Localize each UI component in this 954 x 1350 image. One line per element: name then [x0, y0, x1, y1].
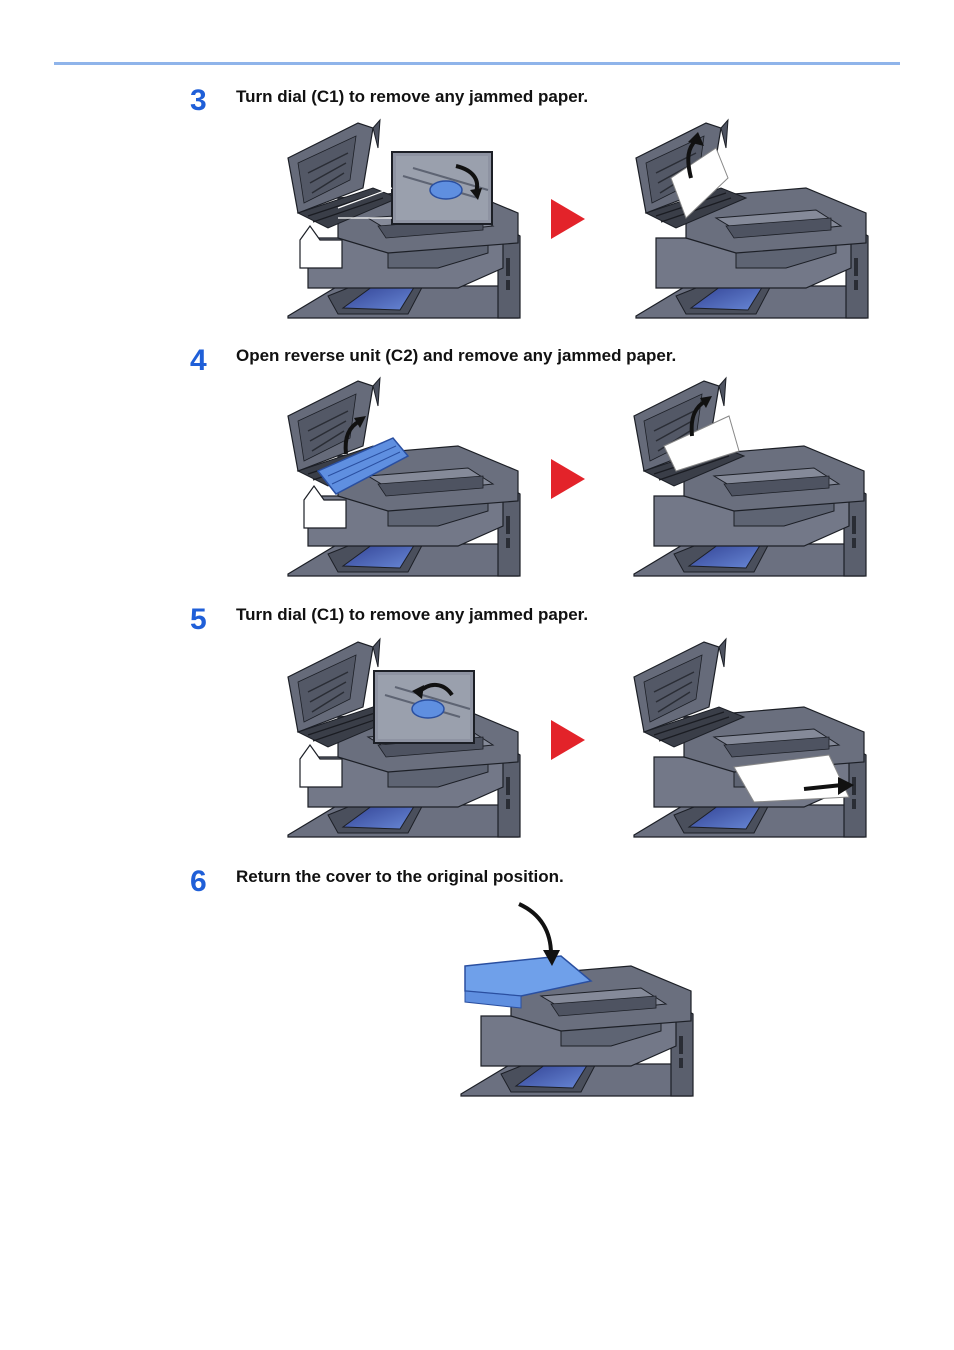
- step-number: 3: [190, 84, 207, 117]
- step-4-illustration-before: [268, 376, 524, 580]
- next-step-arrow: [551, 720, 585, 760]
- next-step-arrow: [551, 199, 585, 239]
- step-5-illustration-after: [614, 637, 870, 841]
- step-4-illustration-after: [614, 376, 870, 580]
- step-instruction: Return the cover to the original positio…: [236, 867, 564, 886]
- step-5-illustration-before: [268, 637, 524, 841]
- step-instruction: Turn dial (C1) to remove any jammed pape…: [236, 87, 589, 106]
- next-step-arrow: [551, 459, 585, 499]
- step-number: 4: [190, 344, 207, 377]
- step-6-illustration: [441, 896, 697, 1102]
- step-3-illustration-after: [616, 118, 872, 322]
- step-3-illustration-before: [268, 118, 524, 322]
- step-number: 6: [190, 865, 207, 898]
- step-number: 5: [190, 603, 207, 636]
- step-instruction: Turn dial (C1) to remove any jammed pape…: [236, 605, 589, 624]
- step-instruction: Open reverse unit (C2) and remove any ja…: [236, 346, 677, 365]
- header-rule: [54, 62, 900, 65]
